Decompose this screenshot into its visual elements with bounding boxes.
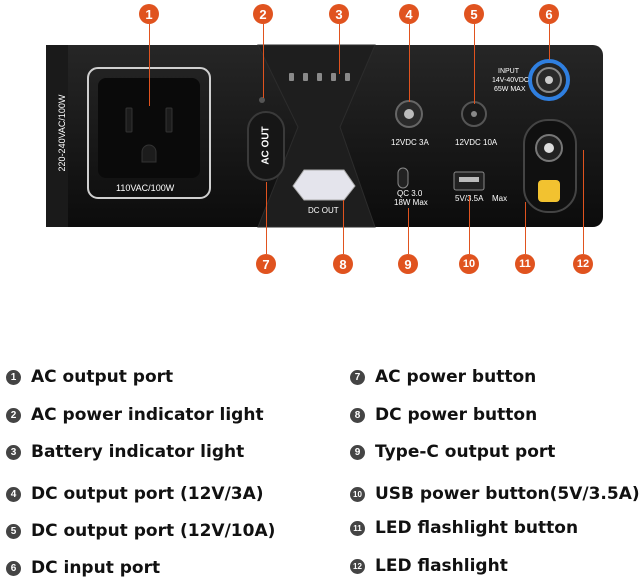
legend-number-badge: 6 (6, 560, 21, 576)
legend-number-badge: 11 (350, 520, 365, 536)
legend-label: DC output port (12V/10A) (31, 521, 276, 541)
legend-item-3: 3 Battery indicator light (6, 442, 244, 462)
callout-1: 1 (139, 4, 159, 24)
legend-number-badge: 9 (350, 444, 365, 460)
leader-9 (408, 208, 409, 254)
dc-input-port-ring (528, 59, 570, 101)
legend-number-badge: 3 (6, 444, 21, 460)
dc-10a-label: 12VDC 10A (455, 138, 498, 147)
dc-3a-label: 12VDC 3A (391, 138, 429, 147)
outlet-ground-hole (141, 144, 157, 163)
leader-1 (149, 24, 150, 106)
legend-label: AC power button (375, 367, 537, 387)
legend-item-11: 11 LED flashlight button (350, 518, 578, 538)
legend-number-badge: 4 (6, 486, 21, 502)
callout-3: 3 (329, 4, 349, 24)
legend-number-badge: 1 (6, 369, 21, 385)
ac-indicator-light (259, 97, 265, 103)
legend-label: DC power button (375, 405, 538, 425)
leader-5 (474, 24, 475, 104)
leader-3 (339, 24, 340, 74)
outlet-plug-slot-right (165, 107, 173, 133)
legend-number-badge: 8 (350, 407, 365, 423)
legend-item-12: 12 LED flashlight (350, 556, 508, 576)
legend-label: USB power button(5V/3.5A) (375, 484, 640, 504)
leader-2 (263, 24, 264, 98)
leader-7 (266, 182, 267, 254)
legend-item-4: 4 DC output port (12V/3A) (6, 484, 264, 504)
legend-item-10: 10 USB power button(5V/3.5A) (350, 484, 640, 504)
callout-8: 8 (333, 254, 353, 274)
legend-label: LED flashlight (375, 556, 508, 576)
legend-item-1: 1 AC output port (6, 367, 173, 387)
input-label-2: 14V-40VDC (492, 77, 529, 84)
input-label-1: INPUT (498, 68, 519, 75)
legend-label: DC output port (12V/3A) (31, 484, 264, 504)
callout-9: 9 (398, 254, 418, 274)
battery-indicator-lights (289, 73, 350, 81)
outlet-rating-label: 110VAC/100W (116, 183, 175, 193)
legend-label: AC output port (31, 367, 174, 387)
side-rating-label: 220-240VAC/100W (57, 94, 67, 172)
type-c-port (397, 167, 409, 189)
leader-11 (525, 202, 526, 254)
outlet-plug-slot-left (125, 107, 133, 133)
typec-label-1: QC 3.0 (397, 189, 423, 198)
callout-4: 4 (399, 4, 419, 24)
outlet-face (98, 78, 200, 178)
callout-12: 12 (573, 254, 593, 274)
dc-out-label: DC OUT (308, 206, 339, 215)
legend-label: Battery indicator light (31, 442, 245, 462)
legend-item-8: 8 DC power button (350, 405, 537, 425)
input-label-3: 65W MAX (494, 86, 526, 93)
legend-number-badge: 7 (350, 369, 365, 385)
legend-item-2: 2 AC power indicator light (6, 405, 264, 425)
legend-number-badge: 2 (6, 407, 21, 423)
panel-left-edge (46, 45, 68, 227)
legend-item-6: 6 DC input port (6, 558, 160, 578)
callout-5: 5 (464, 4, 484, 24)
legend-label: LED flashlight button (375, 518, 579, 538)
callout-10: 10 (459, 254, 479, 274)
callout-11: 11 (515, 254, 535, 274)
legend-number-badge: 12 (350, 558, 365, 574)
legend-item-5: 5 DC output port (12V/10A) (6, 521, 275, 541)
led-flashlight-button (538, 180, 560, 202)
leader-6 (549, 24, 550, 60)
usb-label-2: Max (492, 194, 508, 203)
legend-item-9: 9 Type-C output port (350, 442, 555, 462)
dc-out-button (292, 169, 356, 201)
legend-label: DC input port (31, 558, 161, 578)
callout-6: 6 (539, 4, 559, 24)
legend-number-badge: 10 (350, 486, 365, 502)
leader-12 (583, 150, 584, 254)
legend-label: Type-C output port (375, 442, 556, 462)
typec-label-2: 18W Max (394, 198, 428, 207)
ac-out-button (247, 111, 285, 181)
leader-10 (469, 196, 470, 254)
callout-2: 2 (253, 4, 273, 24)
legend-number-badge: 5 (6, 523, 21, 539)
device-front-panel (46, 44, 603, 228)
legend-label: AC power indicator light (31, 405, 264, 425)
callout-7: 7 (256, 254, 276, 274)
leader-8 (343, 200, 344, 254)
legend-item-7: 7 AC power button (350, 367, 536, 387)
ac-out-label: AC OUT (260, 126, 272, 165)
leader-4 (409, 24, 410, 102)
